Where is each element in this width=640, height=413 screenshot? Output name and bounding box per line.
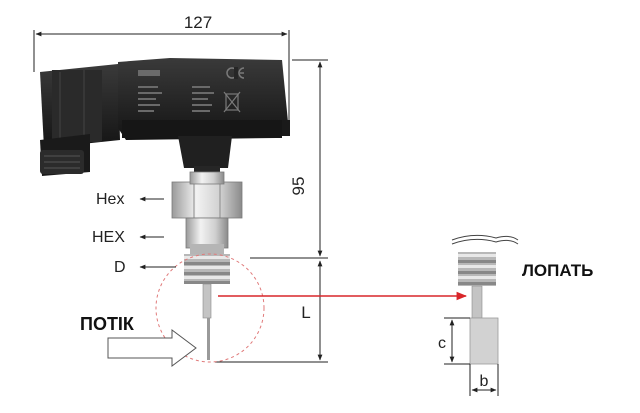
dimension-height-group: 95 xyxy=(250,59,328,259)
switch-housing xyxy=(118,58,290,140)
housing-label-area xyxy=(138,70,214,112)
label-thread-d-group: D xyxy=(114,259,176,276)
cable-connector xyxy=(40,64,120,176)
label-hex-small: Hex xyxy=(96,191,124,208)
ce-mark-icon xyxy=(226,67,245,79)
weee-bin-icon xyxy=(223,91,241,113)
label-hex-small-group: Hex xyxy=(96,191,164,208)
dimension-length-group: L xyxy=(215,260,328,363)
label-hex-large-group: HEX xyxy=(92,229,164,246)
dimension-paddle-c-label: c xyxy=(438,335,446,352)
paddle-blade xyxy=(469,317,499,365)
flow-direction-arrow-icon xyxy=(107,329,197,367)
label-paddle: ЛОПАТЬ xyxy=(522,261,593,280)
label-thread-d: D xyxy=(114,259,126,276)
hex-body-large xyxy=(185,217,229,254)
paddle-detail xyxy=(451,234,519,365)
probe-stem xyxy=(202,283,212,360)
dimension-paddle-b-label: b xyxy=(480,373,489,390)
dimension-length-label: L xyxy=(301,303,310,322)
dimension-paddle-b-group: b xyxy=(469,364,499,396)
dimension-width-group: 127 xyxy=(33,13,290,125)
dimension-paddle-c-group: c xyxy=(438,317,470,365)
label-hex-large: HEX xyxy=(92,229,125,246)
detail-circle xyxy=(155,253,265,363)
label-flow: ПОТІК xyxy=(80,314,135,334)
threaded-connection xyxy=(184,254,230,284)
hex-nut-small xyxy=(171,171,243,219)
dimension-height-label: 95 xyxy=(289,177,308,196)
dimension-width-label: 127 xyxy=(184,13,212,32)
